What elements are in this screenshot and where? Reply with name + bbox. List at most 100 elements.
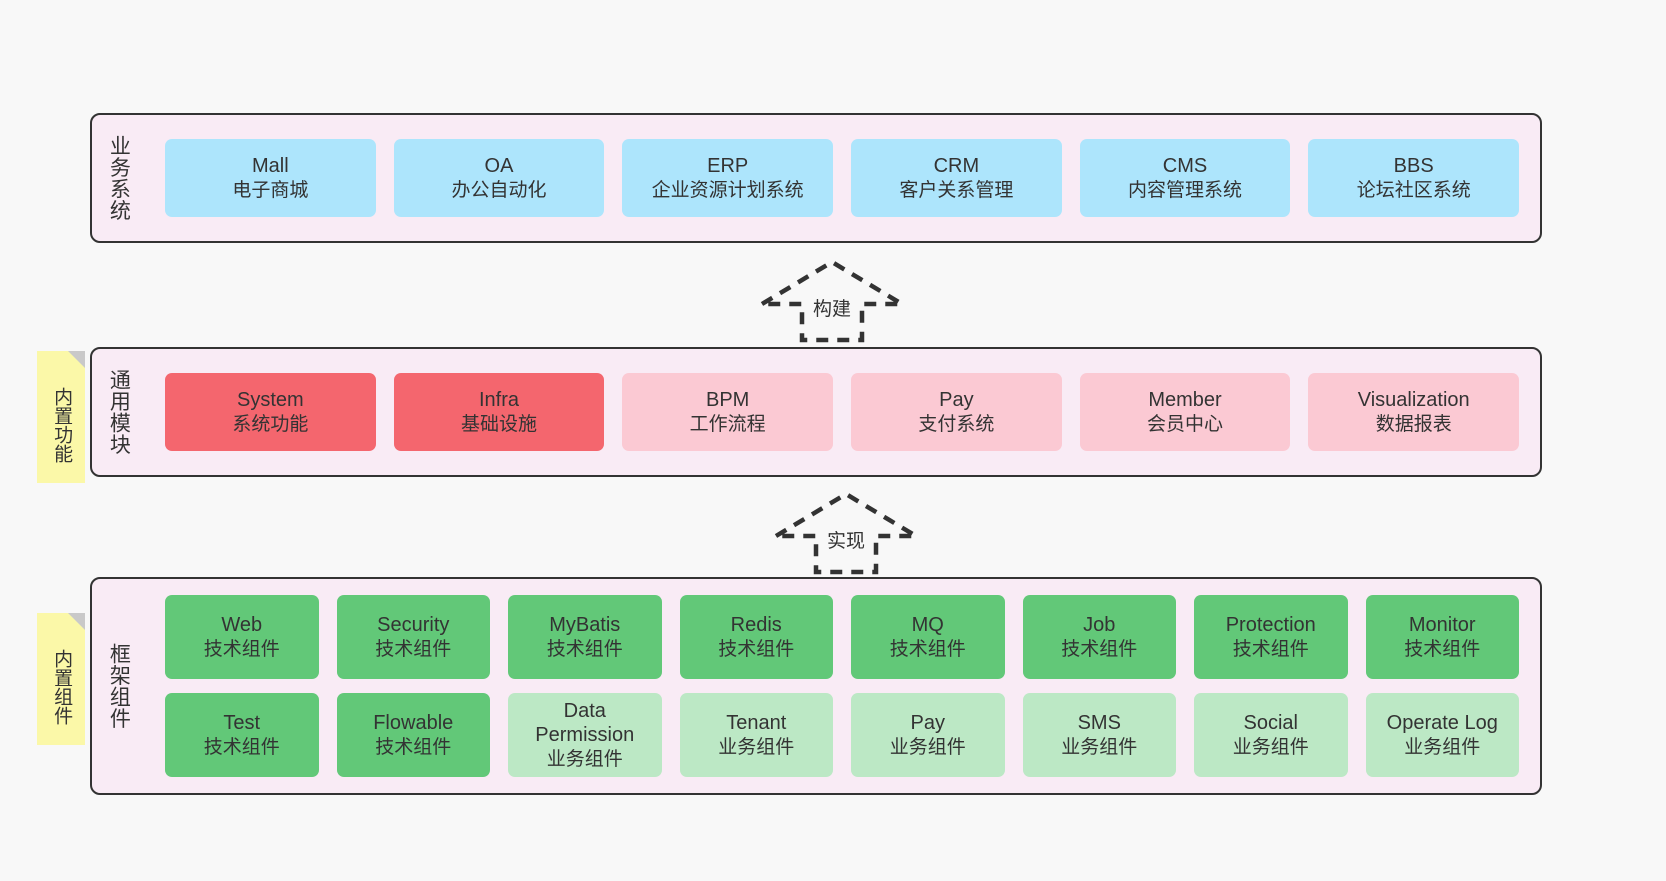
node-monitor[interactable]: Monitor 技术组件 <box>1365 595 1519 679</box>
node-mq[interactable]: MQ 技术组件 <box>851 595 1005 679</box>
node-title-en: OA <box>484 155 514 178</box>
dashed-up-arrow-icon <box>753 259 911 343</box>
node-title-cn: 技术组件 <box>203 736 280 758</box>
node-title-en: BPM <box>706 389 750 412</box>
node-bpm[interactable]: BPM 工作流程 <box>622 373 834 451</box>
node-member[interactable]: Member 会员中心 <box>1079 373 1291 451</box>
node-title-en: Operate Log <box>1386 712 1498 735</box>
node-title-cn: 业务组件 <box>889 736 966 758</box>
node-crm[interactable]: CRM 客户关系管理 <box>851 139 1062 217</box>
layer-framework-components: 框架组件 Web 技术组件 Security 技术组件 MyBatis 技术组件… <box>90 577 1542 795</box>
node-title-en: Pay <box>939 389 974 412</box>
node-title-en: Redis <box>730 614 782 637</box>
node-title-cn: 业务组件 <box>1232 736 1309 758</box>
node-title-en: Flowable <box>373 712 454 735</box>
arrow-label-implement: 实现 <box>824 526 868 553</box>
node-mall[interactable]: Mall 电子商城 <box>165 139 376 217</box>
node-redis[interactable]: Redis 技术组件 <box>679 595 833 679</box>
sticky-note-builtin-components: 内置组件 <box>37 613 85 745</box>
layer-common-modules: 通用模块 System 系统功能 Infra 基础设施 BPM 工作流程 Pay… <box>90 347 1542 477</box>
node-title-cn: 办公自动化 <box>451 179 547 201</box>
node-pay-business[interactable]: Pay 业务组件 <box>851 693 1005 777</box>
node-title-cn: 内容管理系统 <box>1128 179 1243 201</box>
node-title-en: SMS <box>1077 712 1121 735</box>
node-web[interactable]: Web 技术组件 <box>165 595 319 679</box>
node-mybatis[interactable]: MyBatis 技术组件 <box>508 595 662 679</box>
node-title-cn: 企业资源计划系统 <box>651 179 804 201</box>
node-visualization[interactable]: Visualization 数据报表 <box>1308 373 1520 451</box>
sticky-note-label: 内置功能 <box>51 387 73 463</box>
node-title-cn: 客户关系管理 <box>899 179 1014 201</box>
node-title-en: CMS <box>1162 155 1208 178</box>
layer-title-business: 业务系统 <box>107 135 131 221</box>
dashed-up-arrow-icon <box>767 491 925 575</box>
arrow-implement: 实现 <box>766 490 926 576</box>
node-title-en: MQ <box>911 614 944 637</box>
node-title-en: Social <box>1243 712 1298 735</box>
node-title-cn: 技术组件 <box>1061 638 1138 660</box>
node-tenant[interactable]: Tenant 业务组件 <box>679 693 833 777</box>
node-job[interactable]: Job 技术组件 <box>1022 595 1176 679</box>
node-title-cn: 技术组件 <box>1404 638 1481 660</box>
node-title-cn: 支付系统 <box>918 413 995 435</box>
node-test[interactable]: Test 技术组件 <box>165 693 319 777</box>
node-title-cn: 技术组件 <box>375 736 452 758</box>
layer-body-framework: Web 技术组件 Security 技术组件 MyBatis 技术组件 Redi… <box>144 579 1540 793</box>
node-title-cn: 论坛社区系统 <box>1356 179 1471 201</box>
node-infra[interactable]: Infra 基础设施 <box>393 373 605 451</box>
node-title-en: Infra <box>478 389 520 412</box>
node-data-permission[interactable]: Data Permission 业务组件 <box>508 693 662 777</box>
node-title-cn: 电子商城 <box>232 179 309 201</box>
node-title-en: Monitor <box>1408 614 1476 637</box>
node-title-en: Visualization <box>1357 389 1470 412</box>
node-title-cn: 业务组件 <box>718 736 795 758</box>
sticky-note-label: 内置组件 <box>51 649 73 725</box>
node-title-cn: 技术组件 <box>203 638 280 660</box>
node-title-cn: 基础设施 <box>461 413 538 435</box>
node-title-cn: 业务组件 <box>1404 736 1481 758</box>
node-title-en: ERP <box>707 155 749 178</box>
node-sms[interactable]: SMS 业务组件 <box>1022 693 1176 777</box>
node-system[interactable]: System 系统功能 <box>165 373 376 451</box>
node-bbs[interactable]: BBS 论坛社区系统 <box>1308 139 1520 217</box>
node-title-cn: 业务组件 <box>1061 736 1138 758</box>
layer-body-business: Mall 电子商城 OA 办公自动化 ERP 企业资源计划系统 CRM 客户关系… <box>144 115 1540 241</box>
layer-title-framework: 框架组件 <box>107 643 131 729</box>
node-flowable[interactable]: Flowable 技术组件 <box>336 693 490 777</box>
node-title-en: BBS <box>1393 155 1434 178</box>
node-title-cn: 技术组件 <box>375 638 452 660</box>
node-title-en: Protection <box>1225 614 1316 637</box>
node-title-en: Security <box>377 614 450 637</box>
arrow-label-build: 构建 <box>810 294 854 321</box>
node-title-en: MyBatis <box>549 614 621 637</box>
node-title-en: Tenant <box>726 712 787 735</box>
node-title-en: Test <box>223 712 261 735</box>
node-pay[interactable]: Pay 支付系统 <box>851 373 1062 451</box>
node-title-cn: 工作流程 <box>689 413 766 435</box>
node-title-en: Mall <box>252 155 289 178</box>
node-title-en: System <box>236 389 304 412</box>
layer-body-modules: System 系统功能 Infra 基础设施 BPM 工作流程 Pay 支付系统… <box>144 349 1540 475</box>
node-title-cn: 系统功能 <box>232 413 309 435</box>
node-title-en: CRM <box>933 155 980 178</box>
layer-row: Web 技术组件 Security 技术组件 MyBatis 技术组件 Redi… <box>156 595 1528 679</box>
node-cms[interactable]: CMS 内容管理系统 <box>1079 139 1291 217</box>
node-title-en: Pay <box>910 712 945 735</box>
layer-business-system: 业务系统 Mall 电子商城 OA 办公自动化 ERP 企业资源计划系统 CRM… <box>90 113 1542 243</box>
arrow-build: 构建 <box>752 258 912 344</box>
node-title-en: Member <box>1148 389 1222 412</box>
node-title-en: Web <box>221 614 263 637</box>
node-protection[interactable]: Protection 技术组件 <box>1194 595 1348 679</box>
node-oa[interactable]: OA 办公自动化 <box>393 139 605 217</box>
node-security[interactable]: Security 技术组件 <box>336 595 490 679</box>
node-erp[interactable]: ERP 企业资源计划系统 <box>622 139 834 217</box>
layer-row: Mall 电子商城 OA 办公自动化 ERP 企业资源计划系统 CRM 客户关系… <box>156 139 1528 217</box>
sticky-note-builtin-features: 内置功能 <box>37 351 85 483</box>
node-title-en: Data Permission <box>535 700 635 747</box>
node-social[interactable]: Social 业务组件 <box>1194 693 1348 777</box>
node-operate-log[interactable]: Operate Log 业务组件 <box>1365 693 1519 777</box>
node-title-cn: 业务组件 <box>546 748 623 770</box>
node-title-en: Job <box>1083 614 1116 637</box>
node-title-cn: 技术组件 <box>546 638 623 660</box>
